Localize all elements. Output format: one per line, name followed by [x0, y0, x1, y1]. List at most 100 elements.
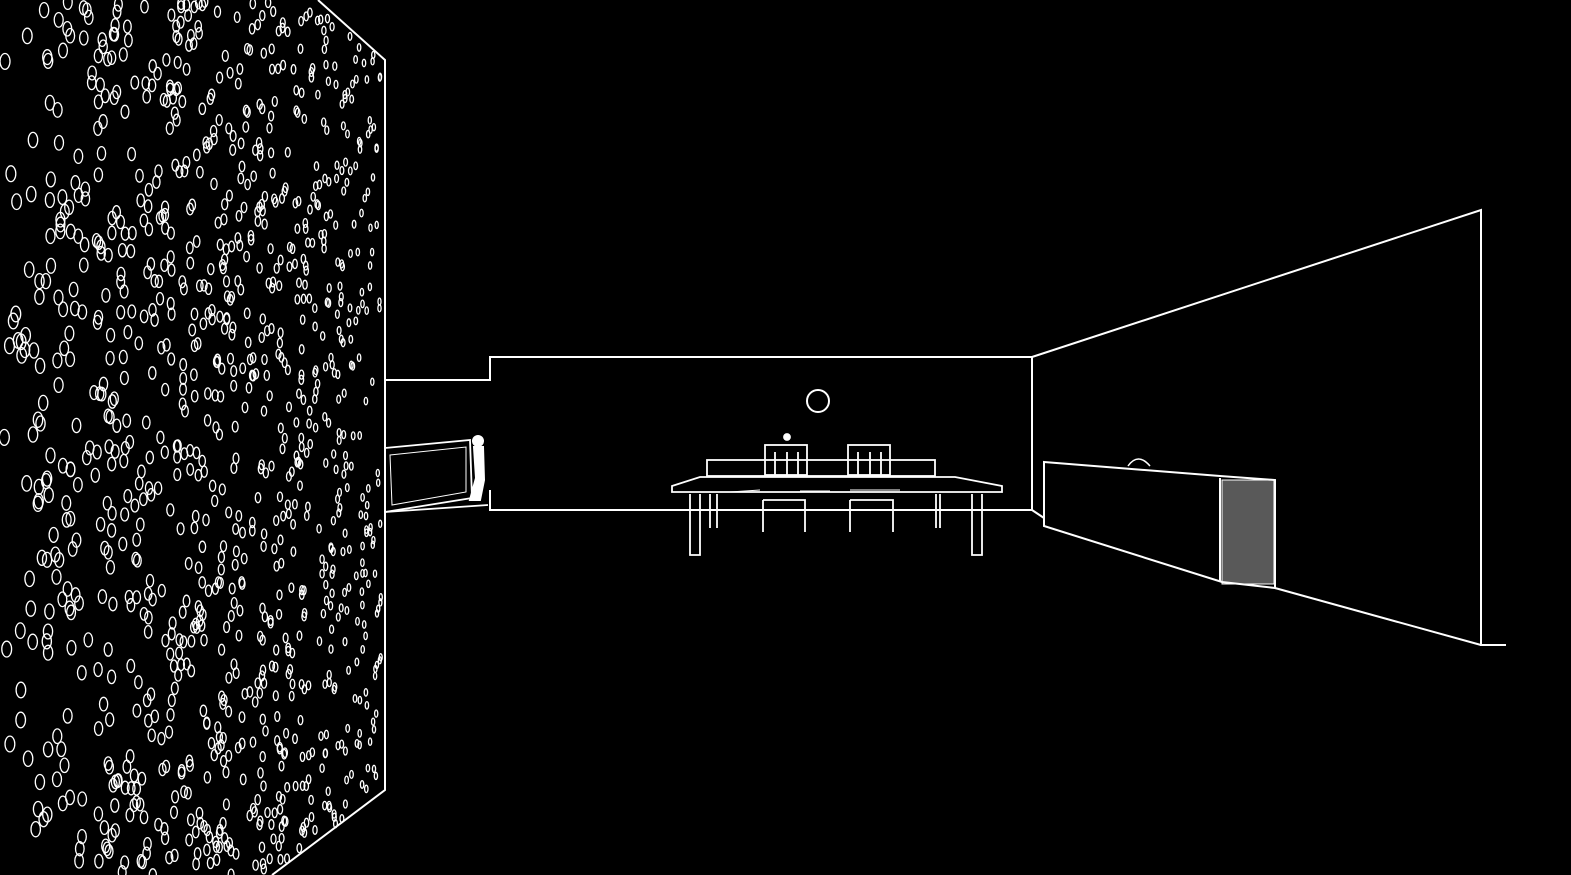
wall-dot — [360, 568, 365, 578]
wall-dot — [41, 551, 53, 568]
wall-dot — [250, 170, 258, 182]
wall-dot — [292, 733, 298, 745]
wall-dot — [129, 768, 139, 783]
wall-dot — [314, 15, 321, 26]
wall-dot — [174, 668, 183, 682]
wall-dot — [87, 65, 97, 81]
wall-dot — [215, 428, 224, 441]
wall-dot — [123, 324, 133, 340]
wall-dot — [239, 773, 247, 786]
wall-dot — [338, 603, 344, 613]
wall-dot — [125, 434, 135, 450]
wall-dot — [352, 693, 358, 704]
wall-dot — [338, 334, 344, 344]
wall-dot — [323, 211, 329, 222]
wall-dot — [226, 293, 234, 306]
wall-dot — [186, 813, 195, 827]
wall-dot — [236, 239, 244, 252]
wall-dot — [117, 242, 127, 258]
wall-dot — [324, 13, 331, 24]
wall-dot — [181, 404, 189, 418]
wall-dot — [276, 337, 284, 349]
wall-dot — [272, 196, 279, 208]
wall-dot — [74, 840, 85, 857]
wall-dot — [120, 780, 130, 795]
wall-dot — [281, 432, 288, 444]
wall-dot — [221, 198, 229, 211]
wall-dot — [186, 28, 195, 42]
wall-dot — [162, 338, 171, 352]
wall-dot — [365, 763, 371, 773]
wall-dot — [52, 101, 63, 118]
wall-dot — [180, 447, 189, 461]
wall-dot — [256, 687, 264, 699]
wall-dot — [335, 494, 341, 504]
wall-dot — [259, 713, 267, 725]
wall-dot — [179, 358, 188, 372]
wall-dot — [27, 131, 39, 149]
wall-dot — [34, 272, 45, 290]
wall-dot — [126, 243, 136, 259]
wall-dot — [258, 459, 265, 471]
wall-dot — [328, 644, 334, 654]
wall-dot — [313, 161, 320, 172]
wall-dot — [348, 461, 354, 471]
wall-dot — [292, 780, 299, 792]
wall-dot — [344, 483, 350, 493]
wall-dot — [342, 450, 349, 461]
wall-dot — [333, 79, 339, 90]
wall-dot — [290, 64, 297, 75]
wall-dot — [73, 228, 84, 244]
wall-dot — [320, 608, 327, 619]
wall-dot — [335, 612, 341, 622]
wall-dot — [155, 211, 165, 225]
wall-dot — [256, 150, 264, 162]
wall-dot — [198, 102, 207, 116]
wall-dot — [119, 453, 129, 469]
wall-dot — [271, 807, 278, 819]
wall-dot — [38, 1, 50, 19]
wall-dot — [365, 129, 371, 139]
wall-dot — [367, 115, 373, 125]
wall-dot — [377, 656, 382, 665]
wall-dot — [160, 200, 170, 215]
wall-dot — [315, 89, 321, 100]
wall-dot — [374, 660, 380, 670]
wall-dot — [363, 511, 369, 521]
wall-dot — [104, 844, 114, 859]
wall-dot — [120, 104, 130, 119]
wall-dot — [207, 737, 216, 750]
wall-dot — [205, 830, 214, 844]
wall-dot — [231, 420, 239, 433]
wall-dot — [359, 287, 365, 297]
wall-dot — [209, 124, 218, 138]
wall-dot — [101, 287, 111, 303]
wall-dot — [357, 740, 362, 750]
wall-dot — [166, 296, 175, 311]
wall-dot — [105, 327, 116, 343]
wall-dot — [203, 717, 211, 730]
wall-dot — [321, 236, 327, 247]
wall-dot — [175, 646, 184, 660]
wall-dot — [312, 422, 319, 433]
wall-dot — [324, 125, 330, 136]
wall-clock-icon — [806, 389, 830, 413]
wall-dot — [106, 523, 117, 538]
wall-dot — [112, 4, 122, 19]
wall-dot — [274, 711, 281, 722]
wall-dot — [93, 48, 104, 64]
wall-dot — [220, 213, 228, 226]
wall-dot — [355, 247, 361, 257]
wall-dot — [233, 11, 241, 24]
wall-dot — [344, 177, 350, 187]
wall-dot — [166, 647, 175, 661]
wall-dot — [367, 282, 373, 292]
wall-dot — [359, 780, 365, 789]
wall-dot — [109, 391, 119, 407]
wall-dot — [356, 42, 362, 52]
wall-dot — [119, 284, 129, 299]
wall-dot — [188, 323, 197, 337]
wall-dot — [281, 747, 289, 759]
wall-dot — [169, 659, 178, 673]
